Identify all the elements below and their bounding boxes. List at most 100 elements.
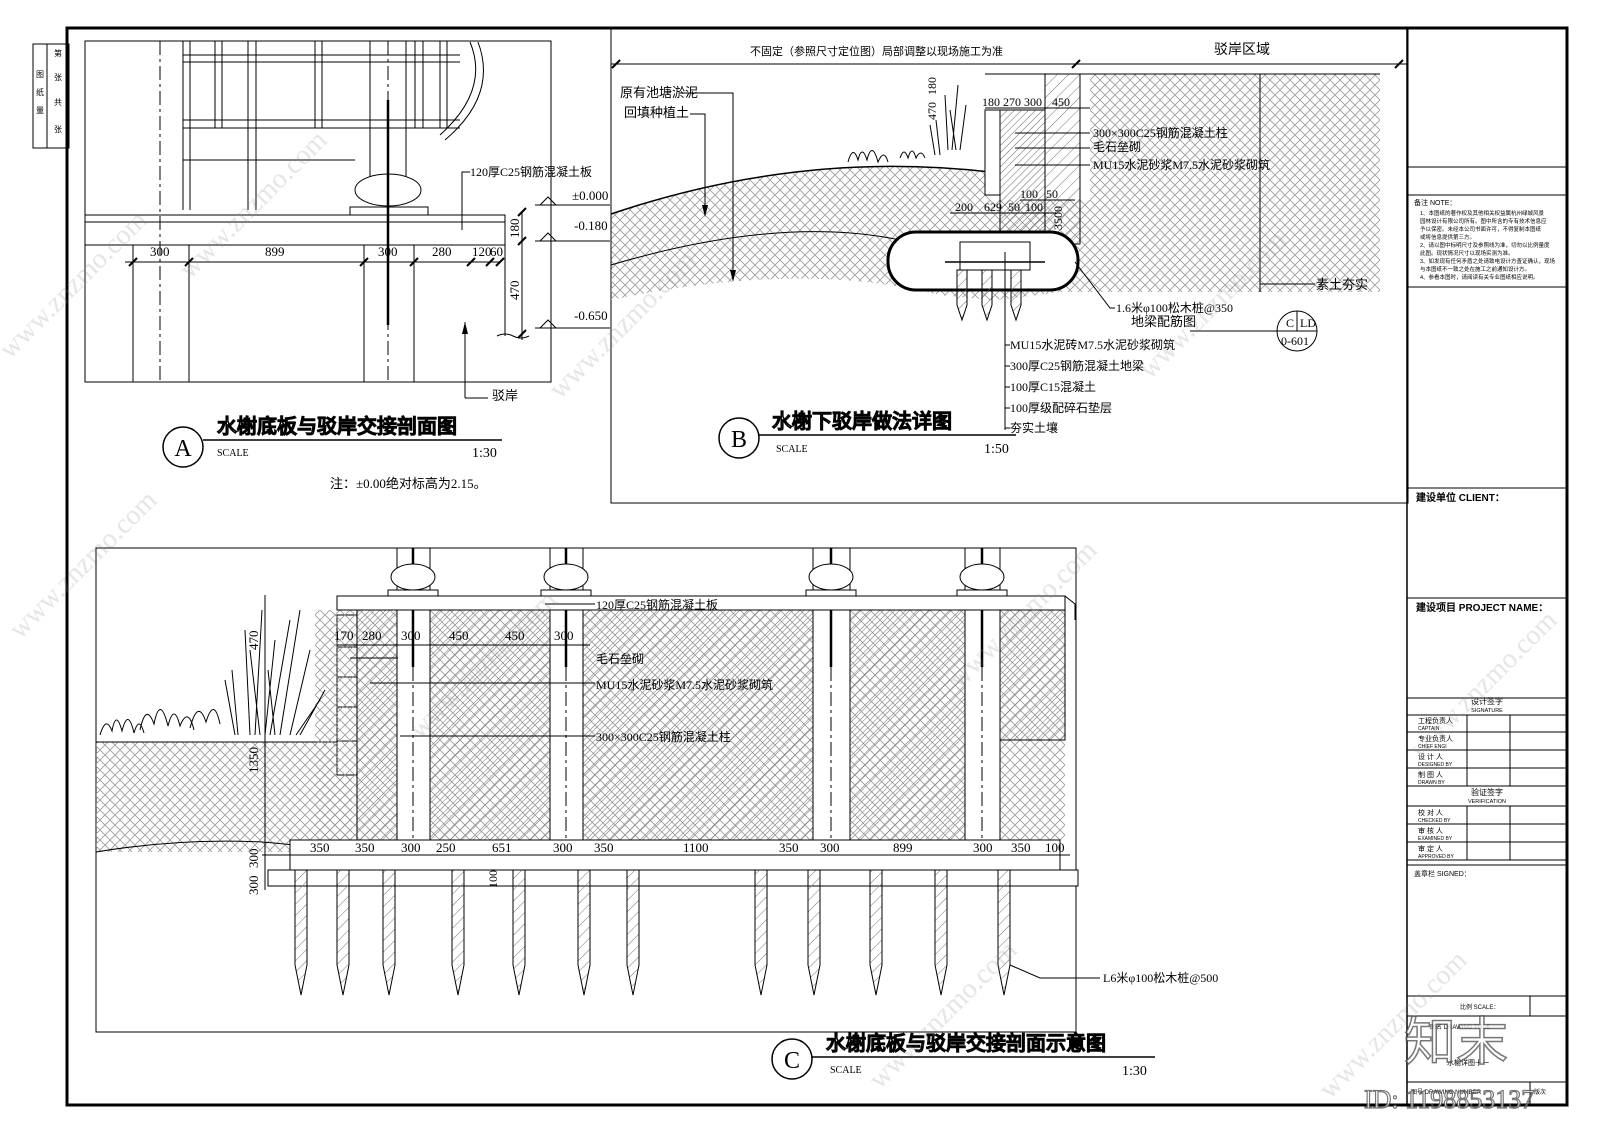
watermark-site: www.znzmo.com [1403,605,1563,765]
note-line: 予以保密。未经本公司书面许可，不得复制本图纸 [1420,225,1542,233]
dim-c-mid: 100 [486,870,500,888]
note-head: 备注 NOTE： [1414,198,1456,207]
label-revetment-a: 驳岸 [492,388,518,403]
dim-c-top: 170 [334,628,354,643]
note-line: 2、请以图中标明尺寸及参照线为准，切勿以比例量度 [1420,241,1550,249]
dim-b-v: 180 [925,77,939,95]
ver-row-en: EXAMINED BY [1418,836,1453,842]
title-row: 图名 DRAWING TITLE [1430,1023,1490,1031]
label-b-pile: 1.6米φ100松木桩@350 [1116,300,1233,315]
sig-row-en: CAPTAIN [1418,726,1440,732]
label-b-left: 回填种植土 [624,105,689,120]
label-c-pile: L6米φ100松木桩@500 [1103,970,1218,985]
sig-row-cn: 制 图 人 [1418,770,1443,779]
ver-head-en: VERIFICATION [1468,799,1506,805]
dim-a: 899 [265,244,285,259]
dim-b-top: 270 [1003,95,1021,109]
dim-c-v: 470 [246,631,261,651]
watermark-site: www.znzmo.com [3,485,163,645]
layer-b: 100厚C15混凝土 [1010,379,1096,394]
dim-c-bottom: 350 [1011,840,1031,855]
ver-row-cn: 审 定 人 [1418,844,1443,853]
title-b-scale: 1:50 [984,442,1009,457]
label-b-right: 300×300C25钢筋混凝土柱 [1093,125,1228,140]
ref-b-top: C [1286,316,1294,330]
dim-c-bottom: 350 [355,840,375,855]
dim-c-bottom: 651 [492,840,512,855]
title-a-scaleword: SCALE [217,448,249,459]
dim-b-top: 300 [1024,95,1042,109]
dim-c-bottom: 300 [401,840,421,855]
sig-head: 设计签字 [1471,696,1503,706]
dim-c-v: 300 [246,849,261,869]
stamp-char: 共 [54,98,62,107]
label-c: 毛石垒砌 [596,652,644,666]
project-label: 建设项目 PROJECT NAME： [1415,601,1548,614]
dim-b-mid: 100 [1020,187,1038,201]
watermark-id: ID: 1198853137 [1364,1085,1534,1114]
layer-b: 100厚级配碎石垫层 [1010,400,1112,415]
dim-c-bottom: 350 [594,840,614,855]
stamp-char: 张 [54,73,62,82]
dim-b-low: 629 [984,200,1002,214]
client-label: 建设单位 CLIENT： [1415,491,1505,504]
sig-row-cn: 设 计 人 [1418,752,1443,761]
label-c: 120厚C25钢筋混凝土板 [596,597,718,612]
sig-row-en: DRAWN BY [1418,780,1445,786]
dim-a-v: 180 [507,219,522,239]
ref-b-top2: LD [1300,316,1316,330]
scale-row: 比例 SCALE： [1460,1003,1499,1011]
detail-c: 170 280 300 450 450 300 350 350 300 250 … [95,547,1218,1033]
sig-row-cn: 工程负责人 [1418,716,1453,725]
dim-a: 300 [150,244,170,259]
title-a-scale: 1:30 [472,446,497,461]
dim-b-low: 100 [1025,200,1043,214]
elev-a: ±0.000 [572,188,608,203]
ver-row-cn: 校 对 人 [1418,808,1443,817]
elev-a: -0.180 [574,218,608,233]
dim-c-bottom: 899 [893,840,913,855]
drawing-title: 水榭详图十一 [1447,1058,1489,1067]
ref-b-bottom: 0-601 [1281,334,1309,348]
stamp-char: 纸 [36,87,44,97]
zone-b: 驳岸区域 [1214,42,1270,58]
label-b-left: 原有池塘淤泥 [620,85,698,100]
elev-a: -0.650 [574,308,608,323]
stamp-char: 第 [54,48,62,58]
title-c-scale: 1:30 [1122,1064,1147,1079]
note-line: 园林设计有限公司所有。图中所含的专有技术信息应 [1420,217,1547,225]
ver-row-en: APPROVED BY [1418,854,1455,860]
sig-row-cn: 专业负责人 [1418,734,1453,743]
dim-c-bottom: 350 [310,840,330,855]
label-b-beam: 地梁配筋图 [1131,314,1196,329]
title-b-scaleword: SCALE [776,444,808,455]
dim-c-v: 1350 [246,747,261,773]
dim-c-bottom: 350 [779,840,799,855]
piles-c [294,869,1011,996]
watermark-brand: 知末 [1404,1015,1508,1072]
dim-a-v: 470 [507,281,522,301]
note-line: 1、本图纸的著作权及其他相关权益属杭州绿城风景 [1420,209,1545,217]
title-a-text: 水榭底板与驳岸交接剖面图 [217,414,457,438]
note-line: 此图。现状情况尺寸以现场实测为准。 [1420,249,1514,257]
note-line: 与本图纸不一致之处在施工之前通知设计方。 [1420,265,1530,273]
label-b-fill: 素土夯实 [1316,277,1368,292]
number-row: 图号 DRAWING NUMBER [1411,1089,1482,1096]
detail-b: 不固定（参照尺寸定位图）局部调整以现场施工为准 驳岸区域 [610,27,1409,504]
title-block: 备注 NOTE： 1、本图纸的著作权及其他相关权益属杭州绿城风景 园林设计有限公… [1407,166,1567,1105]
note-a: 注：±0.00绝对标高为2.15。 [330,476,487,491]
plants-c [99,609,326,736]
title-a-letter: A [174,436,192,462]
dim-a: 300 [378,244,398,259]
dims-c-bottom: 350 350 300 250 651 300 350 1100 350 300… [310,840,1065,855]
dim-b-low: 50 [1008,200,1020,214]
title-c-text: 水榭底板与驳岸交接剖面示意图 [826,1031,1106,1055]
sheet-row: 版次 [1534,1088,1546,1096]
dim-b-low: 200 [955,200,973,214]
note-line: 或将信息提供第三方。 [1420,233,1475,241]
signed-label: 盖章栏 SIGNED： [1414,869,1471,878]
title-b-text: 水榭下驳岸做法详图 [772,409,952,433]
stamp-char: 量 [36,106,44,115]
sig-row-en: DESIGNED BY [1418,762,1453,768]
